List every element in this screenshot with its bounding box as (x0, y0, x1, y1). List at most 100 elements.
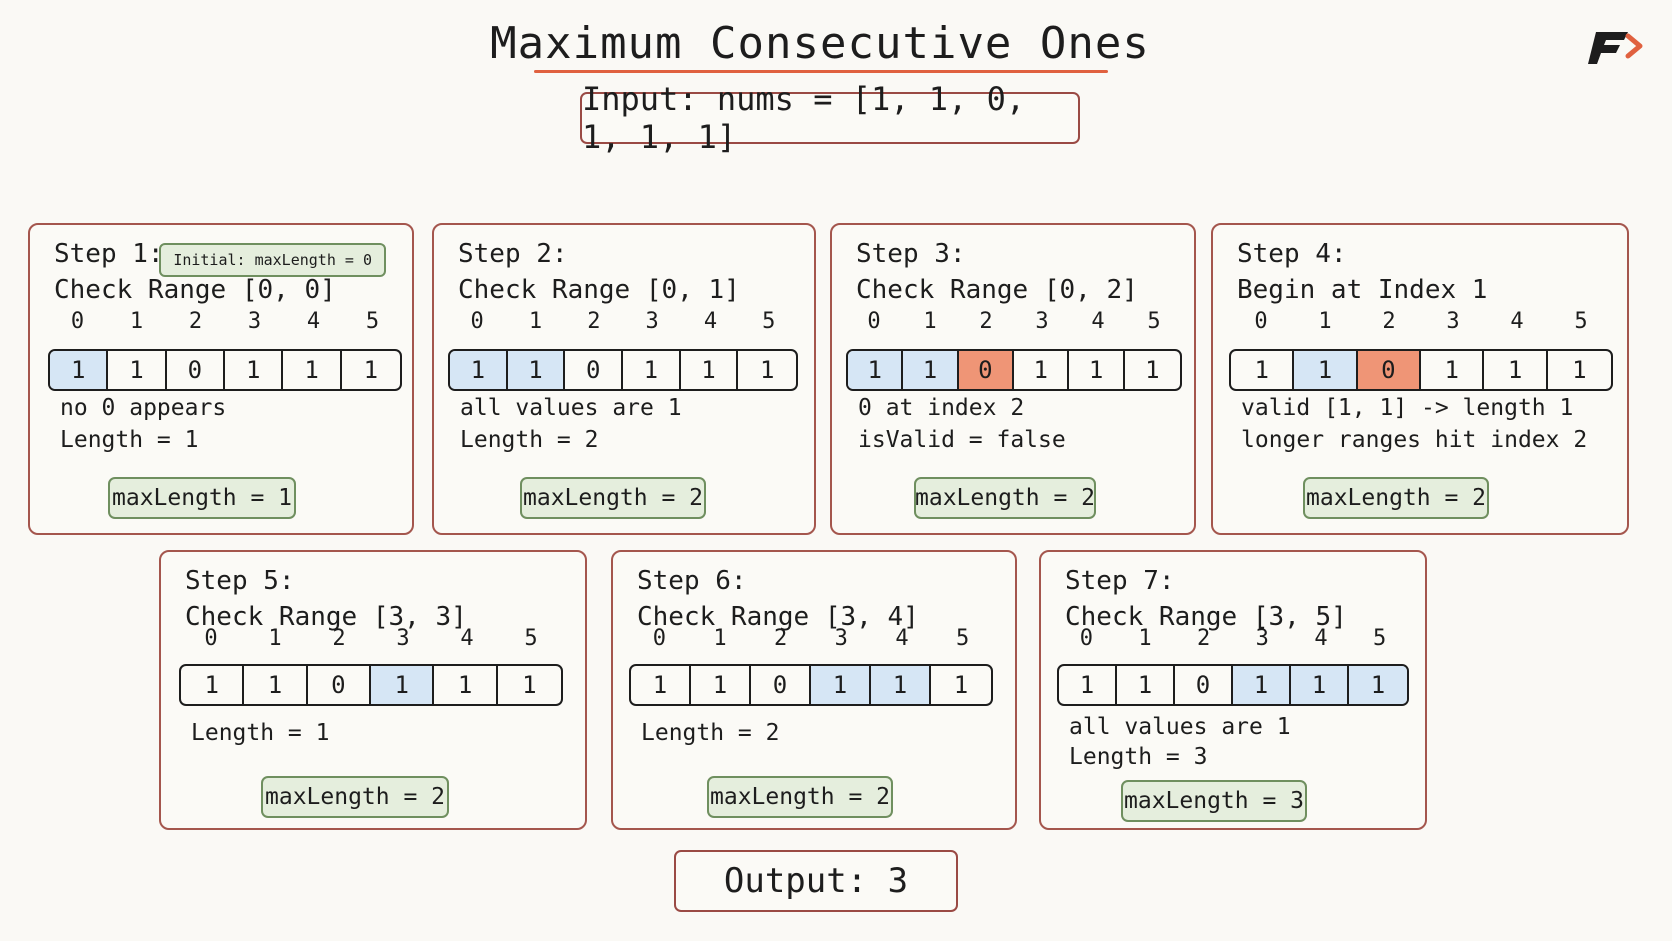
array-cell-in-range: 1 (811, 666, 871, 704)
array-cell-in-range: 1 (903, 351, 959, 389)
step-subtitle: Check Range [0, 1] (458, 275, 740, 305)
array-cell: 0 (751, 666, 811, 704)
index-label: 0 (70, 309, 85, 334)
index-label: 1 (1138, 626, 1152, 651)
array-cell: 1 (363, 356, 379, 384)
step-title: Step 6: (637, 566, 747, 596)
output-box: Output: 3 (674, 850, 958, 912)
step-title: Step 2: (458, 239, 568, 269)
array-cell: 1 (244, 666, 308, 704)
step-subtitle: Check Range [3, 4] (637, 602, 919, 632)
index-label: 5 (955, 626, 970, 651)
array-cell-in-range: 1 (848, 351, 904, 389)
max-length-badge: maxLength = 2 (1303, 477, 1489, 519)
array-cell-in-range: 1 (50, 351, 109, 389)
array-cell: 1 (631, 666, 691, 704)
array-cell: 1 (759, 356, 775, 384)
array-cell-zero-hit: 0 (1357, 351, 1422, 389)
array-cell: 1 (434, 666, 498, 704)
step-title: Step 1: (54, 239, 164, 269)
index-label: 1 (713, 626, 727, 651)
index-label: 2 (774, 626, 788, 651)
step-note: no 0 appears (60, 395, 227, 421)
index-label: 2 (188, 309, 203, 334)
index-label: 4 (703, 309, 718, 334)
index-label: 0 (1254, 309, 1268, 334)
index-label: 0 (204, 626, 218, 651)
max-length-badge: maxLength = 2 (261, 776, 449, 818)
index-label: 1 (1318, 309, 1332, 334)
array-cell: 0 (308, 666, 372, 704)
index-label: 1 (923, 309, 937, 334)
step-subtitle: Check Range [0, 2] (856, 275, 1138, 305)
max-length-badge: maxLength = 3 (1121, 780, 1307, 822)
array-cell-in-range: 1 (1349, 666, 1407, 704)
index-label: 3 (396, 626, 410, 651)
index-label: 4 (1510, 309, 1524, 334)
step-note: Length = 2 (460, 427, 599, 453)
index-label: 0 (867, 309, 881, 334)
step-note: Length = 2 (641, 720, 780, 746)
step-note: isValid = false (858, 427, 1066, 453)
index-label: 1 (268, 626, 282, 651)
array-cell-in-range: 1 (871, 666, 931, 704)
array-cell: 1 (1484, 351, 1548, 389)
array-cell: 1 (1069, 351, 1125, 389)
index-label: 5 (1147, 309, 1161, 334)
index-label: 2 (979, 309, 993, 334)
index-label: 5 (1372, 626, 1387, 651)
index-label: 3 (1035, 309, 1049, 334)
step-subtitle: Check Range [3, 3] (185, 602, 467, 632)
array-cell-in-range: 1 (1233, 666, 1291, 704)
array-cell: 1 (283, 351, 342, 389)
max-length-badge: maxLength = 2 (520, 477, 706, 519)
step-card-1: Step 1:Check Range [0, 0]Initial: maxLen… (28, 223, 414, 535)
step-subtitle: Begin at Index 1 (1237, 275, 1488, 305)
array-cell: 1 (623, 351, 681, 389)
array-cell: 1 (181, 666, 245, 704)
index-label: 4 (1314, 626, 1328, 651)
step-note: valid [1, 1] -> length 1 (1241, 395, 1574, 421)
index-label: 1 (129, 309, 144, 334)
array-cell-in-range: 1 (371, 666, 435, 704)
array-cell-in-range: 1 (1294, 351, 1358, 389)
max-length-badge: maxLength = 2 (707, 776, 893, 818)
index-label: 4 (895, 626, 909, 651)
array-cell: 1 (1421, 351, 1485, 389)
index-label: 0 (1079, 626, 1093, 651)
step-title: Step 5: (185, 566, 295, 596)
array-cell-in-range: 1 (1291, 666, 1349, 704)
step-note: Length = 1 (60, 427, 199, 453)
array-cell: 0 (565, 351, 624, 389)
index-label: 3 (247, 309, 262, 334)
step-title: Step 4: (1237, 239, 1347, 269)
index-label: 3 (1255, 626, 1269, 651)
step-title: Step 7: (1065, 566, 1175, 596)
index-label: 5 (762, 309, 776, 334)
title-underline (534, 70, 1108, 73)
array-cell: 1 (1117, 666, 1175, 704)
array-cell: 1 (1231, 351, 1295, 389)
initial-max-badge: Initial: maxLength = 0 (159, 243, 386, 277)
step-subtitle: Check Range [3, 5] (1065, 602, 1347, 632)
array-cell: 1 (1145, 356, 1160, 384)
array-cell: 1 (108, 351, 167, 389)
array-cell: 0 (1175, 666, 1233, 704)
index-label: 2 (1382, 309, 1396, 334)
array-cell: 1 (691, 666, 751, 704)
index-label: 5 (1574, 309, 1588, 334)
